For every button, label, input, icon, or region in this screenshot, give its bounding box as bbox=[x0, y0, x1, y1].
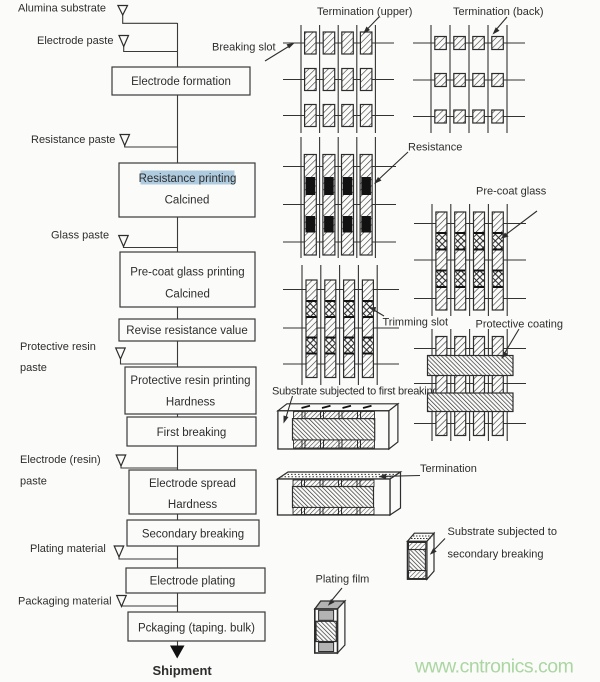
svg-text:Substrate subjected to: Substrate subjected to bbox=[448, 526, 557, 538]
svg-text:Shipment: Shipment bbox=[153, 663, 213, 678]
svg-text:First breaking: First breaking bbox=[157, 427, 227, 439]
svg-text:Electrode spread: Electrode spread bbox=[149, 478, 236, 490]
svg-text:Electrode paste: Electrode paste bbox=[37, 35, 113, 47]
svg-text:Pre-coat glass: Pre-coat glass bbox=[476, 186, 547, 198]
svg-text:Pre-coat glass printing: Pre-coat glass printing bbox=[130, 267, 244, 279]
svg-text:Protective coating: Protective coating bbox=[476, 319, 563, 331]
svg-text:Calcined: Calcined bbox=[165, 195, 210, 207]
svg-text:Protective resin printing: Protective resin printing bbox=[130, 375, 250, 387]
svg-text:Resistance: Resistance bbox=[408, 142, 462, 154]
svg-text:Termination: Termination bbox=[420, 463, 477, 475]
svg-text:paste: paste bbox=[20, 362, 47, 374]
svg-text:Hardness: Hardness bbox=[168, 499, 217, 511]
svg-text:Electrode formation: Electrode formation bbox=[131, 76, 231, 88]
svg-text:Hardness: Hardness bbox=[166, 397, 215, 409]
svg-text:Secondary breaking: Secondary breaking bbox=[142, 529, 244, 541]
svg-text:Resistance paste: Resistance paste bbox=[31, 134, 115, 146]
svg-text:Resistance printing: Resistance printing bbox=[139, 173, 237, 185]
svg-text:Glass paste: Glass paste bbox=[51, 230, 109, 242]
svg-text:Breaking slot: Breaking slot bbox=[212, 42, 276, 54]
svg-text:Electrode (resin): Electrode (resin) bbox=[20, 454, 101, 466]
svg-text:Revise resistance value: Revise resistance value bbox=[126, 325, 247, 337]
svg-text:paste: paste bbox=[20, 476, 47, 488]
svg-text:Protective resin: Protective resin bbox=[20, 341, 96, 353]
svg-text:secondary breaking: secondary breaking bbox=[448, 549, 544, 561]
svg-text:Termination (back): Termination (back) bbox=[453, 6, 543, 18]
svg-text:Calcined: Calcined bbox=[165, 289, 210, 301]
svg-text:www.cntronics.com: www.cntronics.com bbox=[414, 656, 573, 678]
svg-text:Substrate subjected to first b: Substrate subjected to first breaking bbox=[272, 386, 438, 398]
svg-text:Packaging material: Packaging material bbox=[18, 596, 112, 608]
svg-text:Plating material: Plating material bbox=[30, 543, 106, 555]
svg-text:Plating film: Plating film bbox=[316, 574, 370, 586]
svg-text:Alumina substrate: Alumina substrate bbox=[18, 3, 106, 15]
svg-text:Trimming slot: Trimming slot bbox=[383, 317, 449, 329]
svg-text:Electrode plating: Electrode plating bbox=[150, 576, 236, 588]
svg-text:Termination (upper): Termination (upper) bbox=[317, 6, 412, 18]
svg-text:Pckaging (taping. bulk): Pckaging (taping. bulk) bbox=[138, 623, 255, 635]
